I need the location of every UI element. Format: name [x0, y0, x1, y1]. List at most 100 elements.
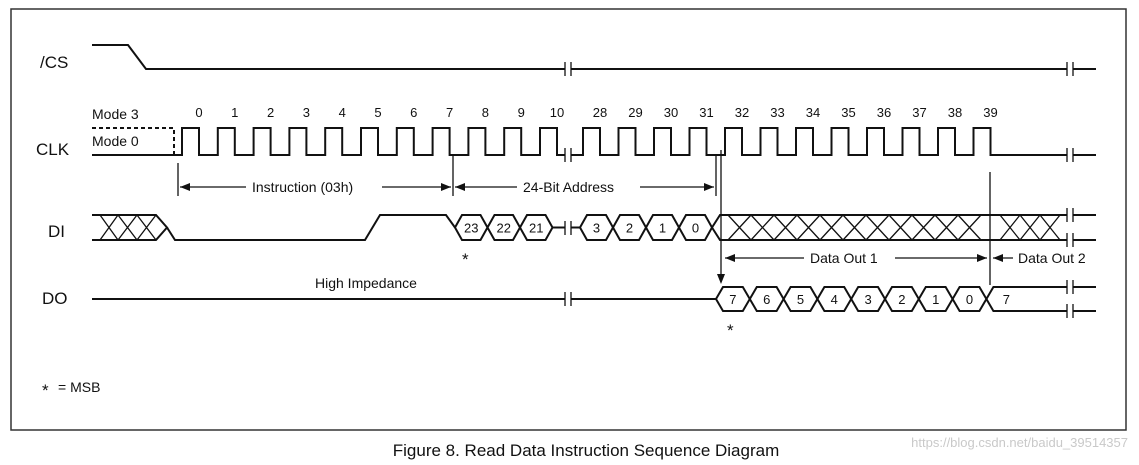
di-dont-care-cross [888, 214, 913, 241]
clock-number: 30 [664, 105, 678, 120]
break-mark [1066, 208, 1074, 222]
clock-number: 4 [339, 105, 346, 120]
di-dont-care-cross [1019, 214, 1041, 241]
break-gap [1067, 232, 1073, 248]
di-dont-care-cross [865, 214, 890, 241]
span-data-out-1-label: Data Out 1 [810, 250, 878, 266]
di-dont-care-cross [842, 214, 867, 241]
cs-waveform [92, 44, 1096, 70]
break-gap [565, 147, 571, 163]
di-dont-care-cross [911, 214, 936, 241]
diagram-frame [10, 8, 1127, 431]
di-instruction-bits [166, 214, 456, 241]
span-data-out-2-label: Data Out 2 [1018, 250, 1086, 266]
di-dont-care-cross [819, 214, 844, 241]
break-gap [1067, 61, 1073, 77]
di-address-bit-cell [518, 214, 554, 241]
arrow-head [180, 183, 190, 191]
clock-number: 5 [374, 105, 381, 120]
clock-number: 32 [735, 105, 749, 120]
clock-number: 35 [841, 105, 855, 120]
di-address-bit-label: 2 [626, 221, 633, 236]
legend-text: = MSB [58, 379, 100, 395]
clock-number: 36 [877, 105, 891, 120]
clock-number: 39 [983, 105, 997, 120]
do-data-bit-label: 7 [1003, 292, 1010, 307]
do-data-bit-label: 2 [898, 292, 905, 307]
di-dont-care-cross [1039, 214, 1061, 241]
clock-number: 1 [231, 105, 238, 120]
clk-mode3-idle [92, 127, 175, 155]
arrow-head [977, 254, 987, 262]
signal-do-label: DO [42, 289, 68, 308]
do-data-bit-label: 5 [797, 292, 804, 307]
clock-number: 34 [806, 105, 820, 120]
clk-waveform [92, 127, 1096, 156]
di-dont-care-cross [99, 214, 119, 241]
msb-marker-do: * [727, 321, 734, 340]
high-impedance-label: High Impedance [315, 275, 417, 291]
break-mark [564, 148, 572, 162]
break-mark [1066, 304, 1074, 318]
clock-number: 38 [948, 105, 962, 120]
break-gap [565, 61, 571, 77]
signal-cs-label: /CS [40, 53, 68, 72]
break-mark [1066, 62, 1074, 76]
di-dont-care-cross [136, 214, 157, 241]
clock-number: 33 [770, 105, 784, 120]
watermark: https://blog.csdn.net/baidu_39514357 [911, 435, 1128, 450]
di-dont-care-cross [934, 214, 959, 241]
di-dont-care-cross [117, 214, 138, 241]
clock-number: 8 [482, 105, 489, 120]
do-data-bit-label: 6 [763, 292, 770, 307]
clock-number: 31 [699, 105, 713, 120]
break-mark [1066, 280, 1074, 294]
break-gap [1067, 279, 1073, 295]
mode0-label: Mode 0 [92, 133, 139, 149]
clock-number: 3 [303, 105, 310, 120]
do-data-bit-label: 7 [729, 292, 736, 307]
arrow-head [717, 274, 725, 284]
di-dont-care-cross [727, 214, 752, 241]
break-marks [564, 61, 1074, 319]
do-data-bit-label: 3 [864, 292, 871, 307]
di-address-bit-label: 21 [529, 221, 543, 236]
clock-number: 2 [267, 105, 274, 120]
break-gap [1067, 207, 1073, 223]
mode3-label: Mode 3 [92, 106, 139, 122]
do-data-bit-label: 4 [831, 292, 838, 307]
arrow-head [704, 183, 714, 191]
break-gap [565, 220, 571, 236]
arrow-head [441, 183, 451, 191]
arrow-head [725, 254, 735, 262]
di-address-bit-label: 0 [692, 221, 699, 236]
arrow-head [993, 254, 1003, 262]
do-data-bit-cell [985, 286, 1096, 312]
clock-number: 28 [593, 105, 607, 120]
span-address-label: 24-Bit Address [523, 179, 614, 195]
di-address-bit-label: 1 [659, 221, 666, 236]
break-gap [1067, 147, 1073, 163]
signal-di-label: DI [48, 222, 65, 241]
break-gap [1067, 303, 1073, 319]
di-dont-care-cross [750, 214, 775, 241]
clock-number: 0 [195, 105, 202, 120]
break-mark [564, 221, 572, 235]
clock-number: 7 [446, 105, 453, 120]
di-trailing-box [711, 214, 1096, 241]
break-mark [1066, 148, 1074, 162]
break-gap [565, 291, 571, 307]
clock-number: 29 [628, 105, 642, 120]
signal-clk-label: CLK [36, 140, 70, 159]
break-mark [564, 62, 572, 76]
di-address-bit-label: 23 [464, 221, 478, 236]
break-mark [1066, 233, 1074, 247]
di-dont-care-cross [957, 214, 982, 241]
do-data-bit-label: 0 [966, 292, 973, 307]
di-address-bit-label: 3 [593, 221, 600, 236]
clock-number: 10 [550, 105, 564, 120]
